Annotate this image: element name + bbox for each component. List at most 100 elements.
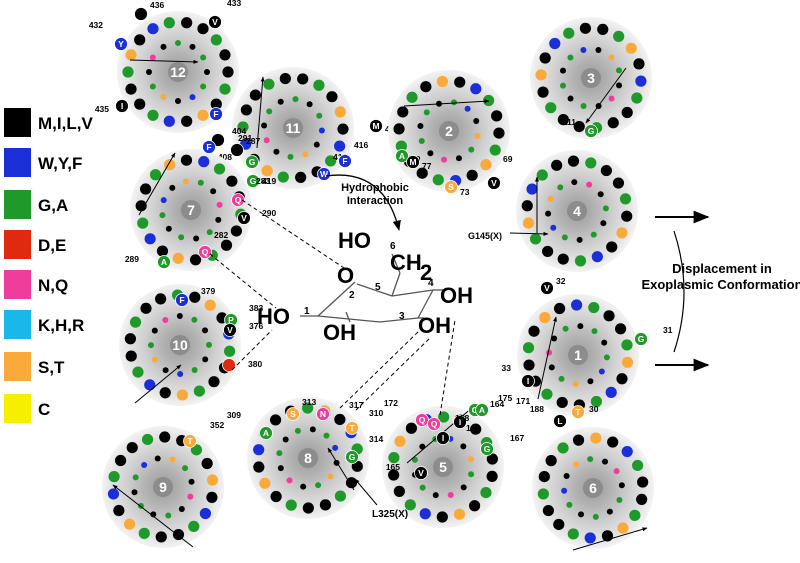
residue-dot (178, 234, 185, 241)
labelled-residue (237, 211, 251, 225)
residue-dot (608, 95, 615, 102)
residue-dot (436, 75, 448, 88)
residue-dot (590, 395, 603, 408)
annotation-line: Displacement in (672, 261, 772, 276)
residue-dot (625, 42, 637, 54)
legend-label: C (38, 400, 50, 419)
residue-dot (621, 210, 633, 222)
residue-dot (148, 342, 155, 349)
residue-dot (535, 69, 547, 81)
residue-dot (545, 102, 557, 114)
residue-dot (522, 217, 535, 229)
residue-dot (486, 470, 498, 482)
helix-wheel-12: 12Y432V433F434I435436 (89, 0, 255, 133)
residue-dot (325, 155, 337, 167)
residue-dot (489, 144, 501, 156)
residue-dot (528, 325, 540, 337)
residue-dot (406, 91, 418, 103)
residue-dot (621, 445, 633, 458)
helix-number: 11 (286, 120, 301, 136)
residue-number: 433 (227, 0, 241, 8)
residue-letter: T (575, 407, 581, 417)
residue-letter: G (638, 334, 645, 344)
residue-dot (523, 359, 535, 371)
residue-dot (631, 92, 643, 104)
residue-dot (598, 368, 605, 375)
helix-number: 8 (304, 450, 312, 466)
residue-dot (134, 34, 146, 46)
sugar-group-oh3: OH (418, 313, 451, 338)
residue-dot (316, 112, 323, 119)
bond (356, 283, 393, 297)
residue-dot (285, 499, 297, 511)
residue-dot (292, 96, 299, 103)
dashed-line (355, 337, 431, 411)
residue-dot (156, 245, 169, 257)
residue-dot (302, 151, 309, 158)
residue-dot (580, 47, 587, 54)
residue-dot (542, 245, 554, 258)
residue-dot (405, 422, 417, 434)
residue-dot (432, 492, 439, 499)
labelled-residue (245, 155, 259, 169)
labelled-residue (231, 193, 245, 207)
residue-dot (572, 380, 579, 387)
residue-dot (567, 155, 580, 167)
residue-dot (208, 376, 220, 388)
residue-letter: G (250, 176, 257, 186)
residue-dot (135, 200, 147, 212)
labelled-residue (114, 37, 128, 51)
residue-dot (261, 122, 268, 129)
residue-number: 404 (232, 126, 246, 136)
residue-dot (206, 474, 219, 486)
residue-dot (427, 150, 434, 157)
residue-dot (270, 490, 282, 503)
residue-dot (198, 156, 210, 168)
residue-dot (219, 49, 231, 61)
residue-dot (536, 169, 548, 181)
residue-dot (468, 471, 475, 478)
helix-center (298, 448, 318, 468)
residue-number: 309 (227, 410, 241, 420)
residue-dot (277, 98, 284, 105)
mutation-arrow (509, 231, 549, 236)
residue-dot (220, 239, 233, 251)
residue-dot (273, 148, 280, 155)
residue-dot (197, 179, 204, 186)
residue-dot (222, 66, 234, 78)
residue-dot (607, 117, 619, 129)
residue-letter: I (121, 101, 123, 111)
helix-direction-arrow (134, 364, 182, 404)
residue-dot (416, 167, 428, 179)
residue-dot (147, 23, 159, 35)
residue-dot (388, 469, 400, 481)
residue-dot (315, 482, 322, 489)
residue-dot (601, 339, 608, 346)
carbon-number-4: 4 (428, 278, 434, 289)
carbon-number-1: 1 (304, 306, 310, 317)
residue-dot (417, 123, 424, 130)
dashed-line (209, 253, 277, 309)
residue-dot (585, 157, 597, 169)
legend-swatch (4, 394, 31, 423)
residue-dot (470, 423, 482, 435)
residue-dot (637, 476, 649, 488)
residue-dot (608, 54, 615, 61)
residue-dot (468, 146, 475, 153)
residue-letter: T (349, 423, 355, 433)
helix-number: 4 (573, 203, 581, 219)
residue-dot (612, 177, 625, 189)
residue-dot (123, 518, 136, 530)
labelled-residue (395, 149, 409, 163)
residue-dot (137, 217, 149, 229)
residue-dot (188, 520, 200, 532)
residue-dot (619, 193, 632, 205)
annotation-line: Hydrophobic (341, 182, 409, 194)
residue-dot (469, 500, 481, 512)
residue-dot (542, 504, 554, 517)
residue-letter: Y (118, 39, 124, 49)
legend-label: M,I,L,V (38, 114, 93, 133)
